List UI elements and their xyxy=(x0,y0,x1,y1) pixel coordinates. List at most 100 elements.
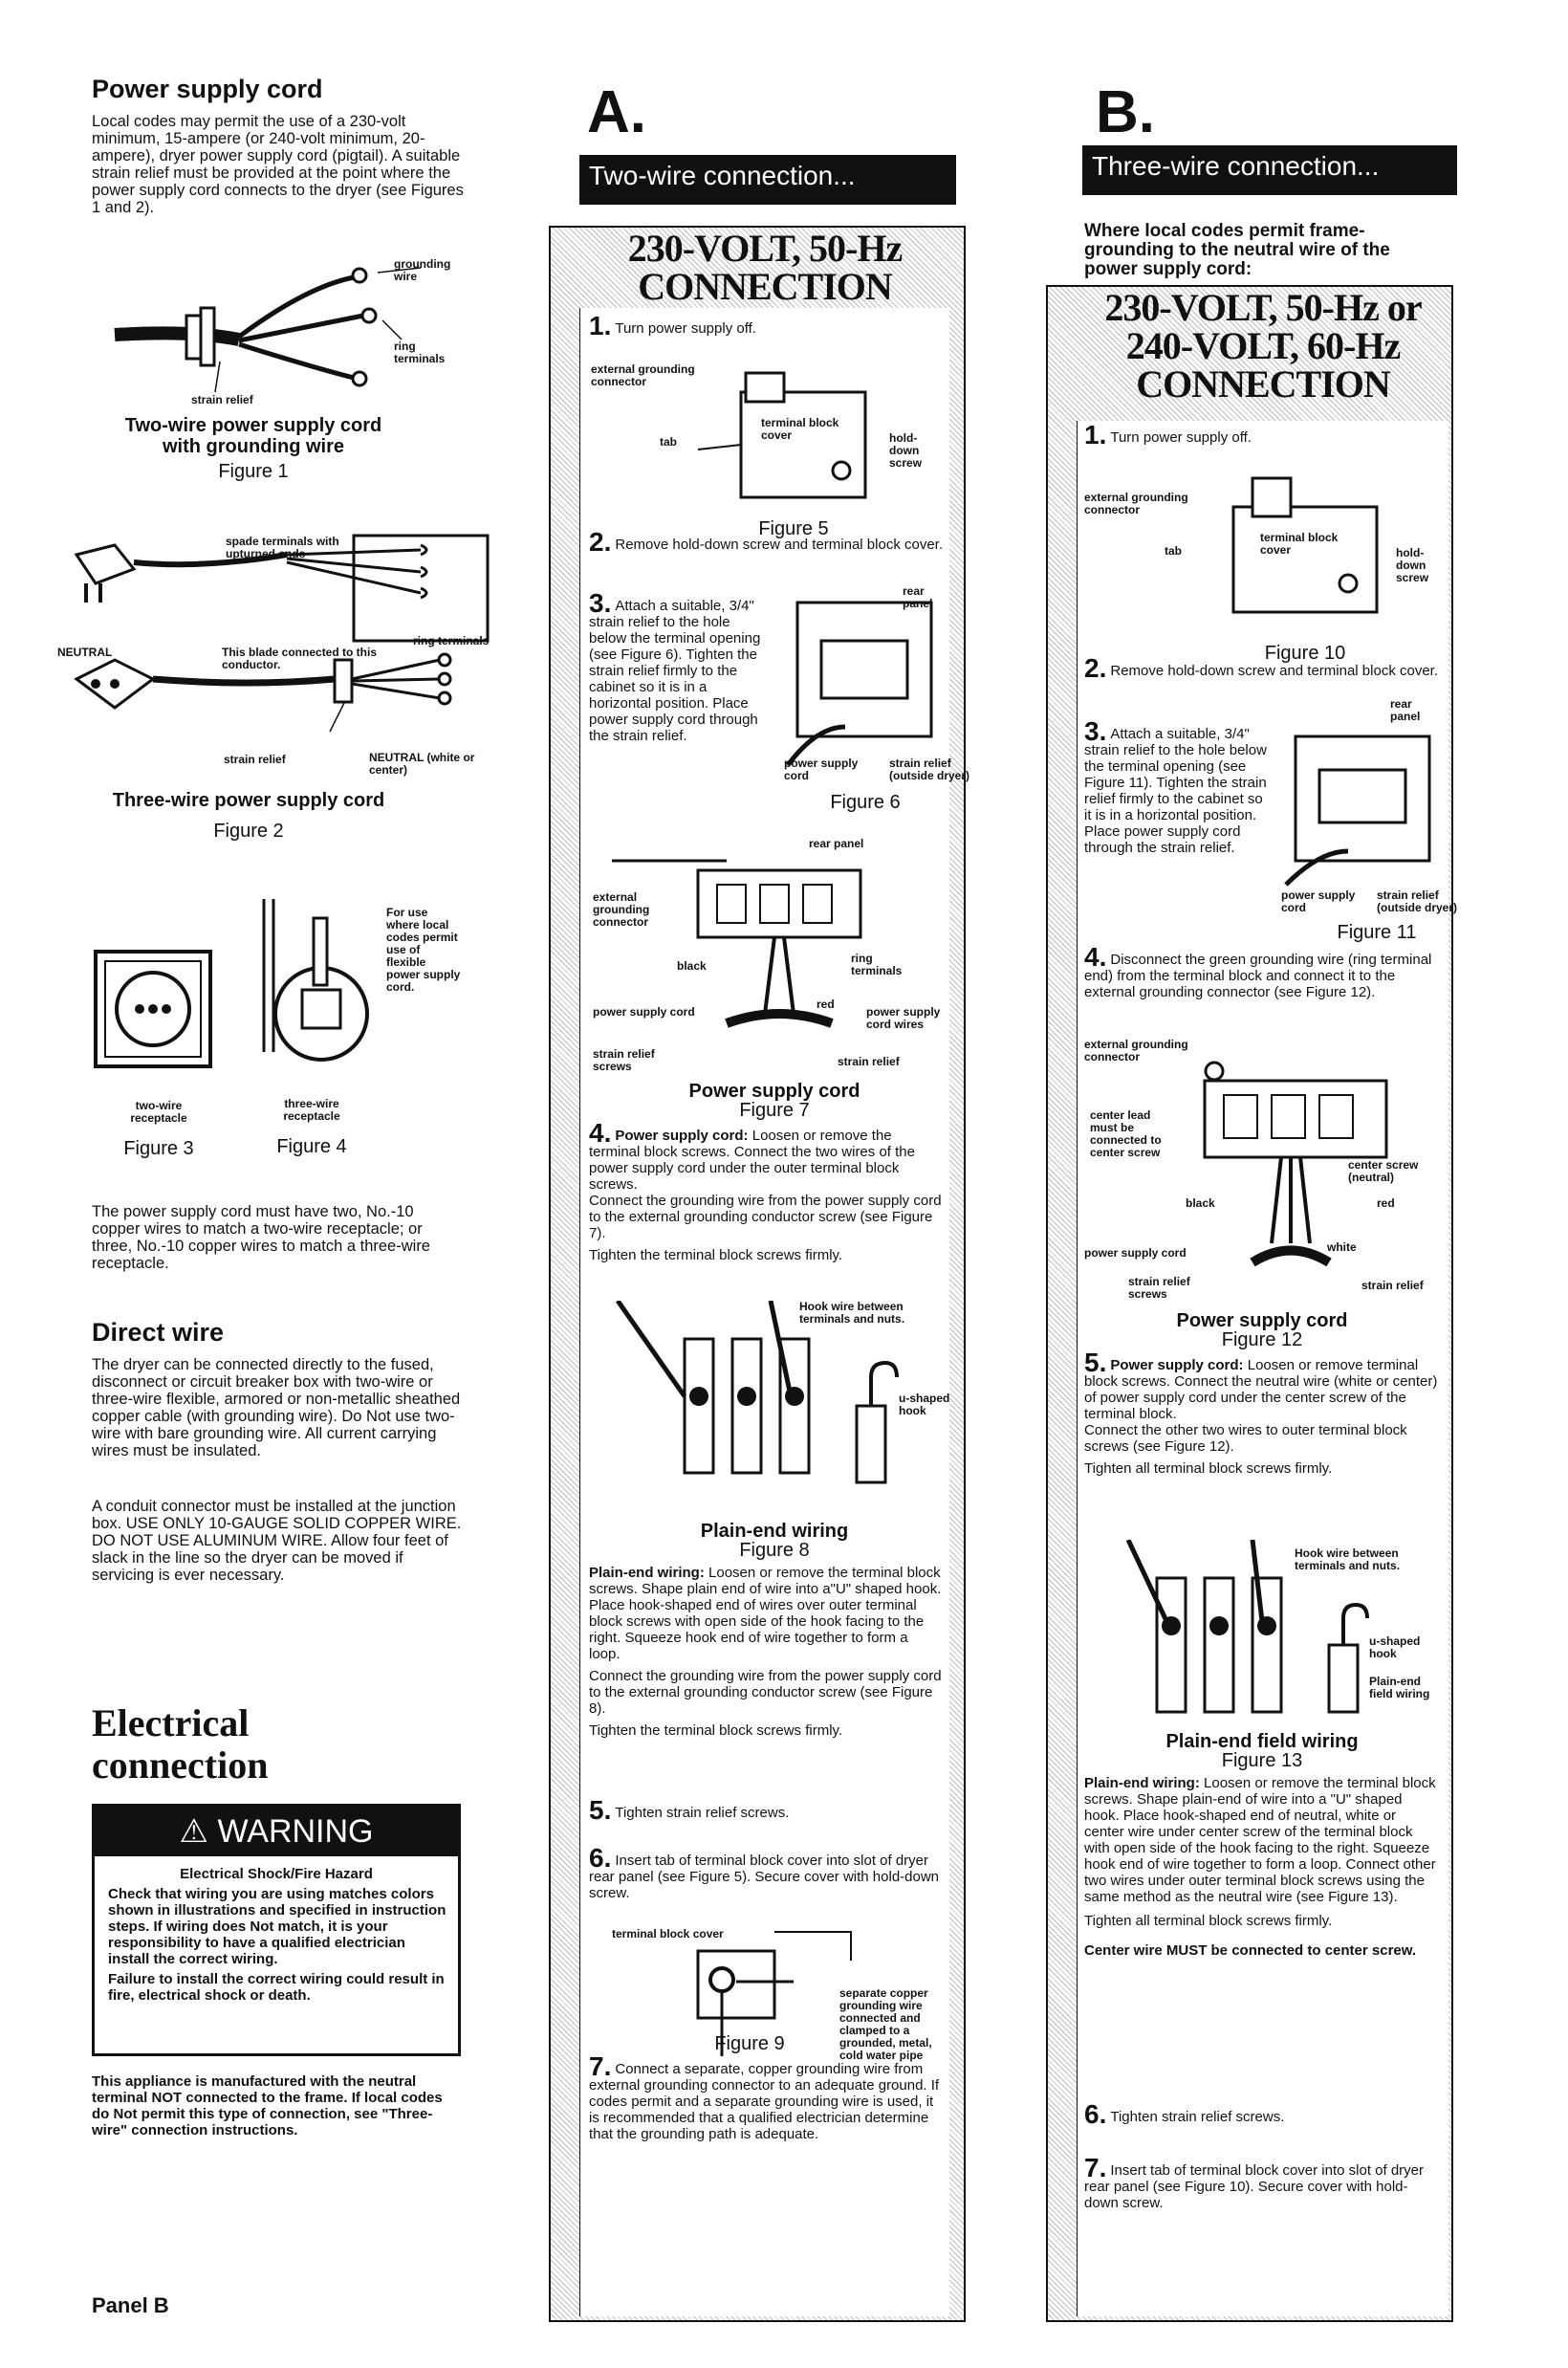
fig9-separate-copper-label: separate copper grounding wire connected… xyxy=(839,1986,932,2062)
fig12-black-label: black xyxy=(1186,1196,1215,1210)
section-b-volt-line-2: 240-VOLT, 60-Hz xyxy=(1125,324,1401,367)
section-b-letter: B. xyxy=(1096,79,1155,145)
a-step-4-text: Loosen or remove the terminal block scre… xyxy=(589,1128,915,1193)
b-step-5-p3: Tighten all terminal block screws firmly… xyxy=(1084,1460,1333,1477)
b-step-3-text: Attach a suitable, 3/4" strain relief to… xyxy=(1084,726,1267,856)
a-step-2-text: Remove hold-down screw and terminal bloc… xyxy=(615,537,944,553)
fig1-ring-terminals-label: ring terminals xyxy=(394,340,446,365)
warning-p2: Failure to install the correct wiring co… xyxy=(108,1971,445,2004)
figure-12-illustration xyxy=(1203,1061,1388,1267)
fig5-tab-label: tab xyxy=(660,435,677,449)
a-step-3: 3.Attach a suitable, 3/4" strain relief … xyxy=(589,590,771,745)
fig12-ext-ground-label: external grounding connector xyxy=(1084,1038,1188,1063)
fig12-strain-relief-screws-label: strain relief screws xyxy=(1128,1275,1190,1301)
a-step-4-p3: Tighten the terminal block screws firmly… xyxy=(589,1247,843,1263)
figure-1-illustration xyxy=(114,267,422,393)
fig7-power-cord-label: power supply cord xyxy=(593,1005,695,1019)
fig9-terminal-cover-label: terminal block cover xyxy=(612,1927,724,1940)
figure-11-illustration xyxy=(1284,735,1431,887)
fig7-strain-relief-screws-label: strain relief screws xyxy=(593,1047,655,1073)
a-step-7-number: 7. xyxy=(589,2051,612,2081)
figure-1-number: Figure 1 xyxy=(218,461,289,482)
fig2-blade-connected-label: This blade connected to this conductor. xyxy=(222,646,378,671)
a-plain-end-p2: Connect the grounding wire from the powe… xyxy=(589,1668,942,1717)
fig1-grounding-wire-label: grounding wire xyxy=(394,257,451,283)
figure-7-caption: Power supply cord xyxy=(688,1081,860,1102)
b-step-5-p2: Connect the other two wires to outer ter… xyxy=(1084,1422,1407,1455)
figure-8-illustration xyxy=(615,1301,899,1484)
fig12-white-label: white xyxy=(1327,1240,1357,1254)
figure-8-number: Figure 8 xyxy=(739,1540,810,1561)
b-step-5: 5.Power supply cord: Loosen or remove te… xyxy=(1084,1349,1438,1478)
warning-p1: Check that wiring you are using matches … xyxy=(108,1886,446,1967)
fig1-strain-relief-label: strain relief xyxy=(191,393,253,406)
figure-7-illustration xyxy=(612,859,862,1028)
b-step-6-number: 6. xyxy=(1084,2099,1107,2129)
section-b-volt-line-3: CONNECTION xyxy=(1136,362,1391,406)
warning-subhead: Electrical Shock/Fire Hazard xyxy=(180,1866,373,1882)
warning-header-text: WARNING xyxy=(217,1813,374,1850)
section-a-bar: Two-wire connection... xyxy=(579,155,956,205)
b-step-2-number: 2. xyxy=(1084,653,1107,683)
fig7-strain-relief-label: strain relief xyxy=(838,1055,900,1068)
figure-8-caption: Plain-end wiring xyxy=(700,1521,849,1542)
cord-note: The power supply cord must have two, No.… xyxy=(92,1203,430,1272)
fig11-power-cord-label: power supply cord xyxy=(1281,888,1356,914)
a-step-5-text: Tighten strain relief screws. xyxy=(615,1805,790,1821)
fig6-rear-panel-label: rear panel xyxy=(903,584,933,610)
a-step-7-text: Connect a separate, copper grounding wir… xyxy=(589,2061,940,2142)
figure-4-label: three-wire receptacle xyxy=(283,1097,340,1123)
a-step-4: 4.Power supply cord: Loosen or remove th… xyxy=(589,1120,943,1264)
warning-triangle-icon: ⚠ xyxy=(179,1813,208,1850)
a-step-1-number: 1. xyxy=(589,311,612,340)
b-step-7-number: 7. xyxy=(1084,2153,1107,2182)
figure-6-illustration xyxy=(786,601,933,767)
a-step-2-number: 2. xyxy=(589,527,612,557)
figure-2-caption: Three-wire power supply cord xyxy=(112,790,385,811)
b-step-4-number: 4. xyxy=(1084,942,1107,972)
fig2-ring-terminals-label: ring terminals xyxy=(413,634,490,647)
figure-11-number: Figure 11 xyxy=(1337,922,1417,943)
electrical-connection-heading: Electrical connection xyxy=(92,1702,268,1787)
fig5-hold-down-label: hold-down screw xyxy=(889,431,923,470)
electrical-heading-line-2: connection xyxy=(92,1743,269,1787)
figure-6-number: Figure 6 xyxy=(830,792,901,813)
direct-wire-p2: A conduit connector must be installed at… xyxy=(92,1498,462,1584)
fig13-plain-end-label: Plain-end field wiring xyxy=(1369,1675,1430,1700)
figure-4-number: Figure 4 xyxy=(276,1136,347,1157)
fig2-neutral-right-label: NEUTRAL (white or center) xyxy=(369,751,475,777)
b-step-5-text: Loosen or remove terminal block screws. … xyxy=(1084,1357,1438,1422)
fig12-center-lead-label: center lead must be connected to center … xyxy=(1090,1108,1162,1159)
a-plain-end-p3: Tighten the terminal block screws firmly… xyxy=(589,1722,843,1739)
fig10-terminal-cover-label: terminal block cover xyxy=(1260,531,1339,557)
electrical-heading-line-1: Electrical xyxy=(92,1701,250,1744)
b-step-4: 4.Disconnect the green grounding wire (r… xyxy=(1084,944,1438,1001)
a-step-5-number: 5. xyxy=(589,1795,612,1825)
b-step-2: 2.Remove hold-down screw and terminal bl… xyxy=(1084,655,1438,682)
fig5-ext-ground-label: external grounding connector xyxy=(591,362,695,388)
section-b-voltage-box: 230-VOLT, 50-Hz or 240-VOLT, 60-Hz CONNE… xyxy=(1077,289,1449,404)
fig10-hold-down-label: hold-down screw xyxy=(1396,546,1429,584)
b-step-5-lead: Power supply cord: xyxy=(1110,1357,1244,1373)
b-step-4-text: Disconnect the green grounding wire (rin… xyxy=(1084,952,1432,1000)
fig12-center-screw-label: center screw (neutral) xyxy=(1348,1158,1419,1184)
figure-5-number: Figure 5 xyxy=(758,518,829,539)
a-plain-end-lead: Plain-end wiring: xyxy=(589,1565,705,1581)
b-step-1-number: 1. xyxy=(1084,420,1107,449)
appliance-note: This appliance is manufactured with the … xyxy=(92,2073,443,2138)
a-step-3-text: Attach a suitable, 3/4" strain relief to… xyxy=(589,598,761,744)
direct-wire-heading: Direct wire xyxy=(92,1318,225,1347)
b-step-6-text: Tighten strain relief screws. xyxy=(1110,2109,1285,2125)
a-step-1-text: Turn power supply off. xyxy=(615,320,756,337)
power-supply-cord-heading: Power supply cord xyxy=(92,75,323,103)
figure-9-number: Figure 9 xyxy=(714,2033,785,2054)
b-step-3-number: 3. xyxy=(1084,716,1107,746)
figure-3-label: two-wire receptacle xyxy=(130,1099,187,1125)
fig7-red-label: red xyxy=(817,998,835,1011)
figure-13-illustration xyxy=(1125,1540,1369,1714)
section-b-volt-line-1: 230-VOLT, 50-Hz or xyxy=(1104,286,1422,329)
fig7-power-cord-wires-label: power supply cord wires xyxy=(866,1005,941,1031)
fig7-ring-terminals-label: ring terminals xyxy=(851,952,903,977)
b-plain-end-lead: Plain-end wiring: xyxy=(1084,1775,1200,1791)
figure-9-illustration xyxy=(696,1931,852,2056)
